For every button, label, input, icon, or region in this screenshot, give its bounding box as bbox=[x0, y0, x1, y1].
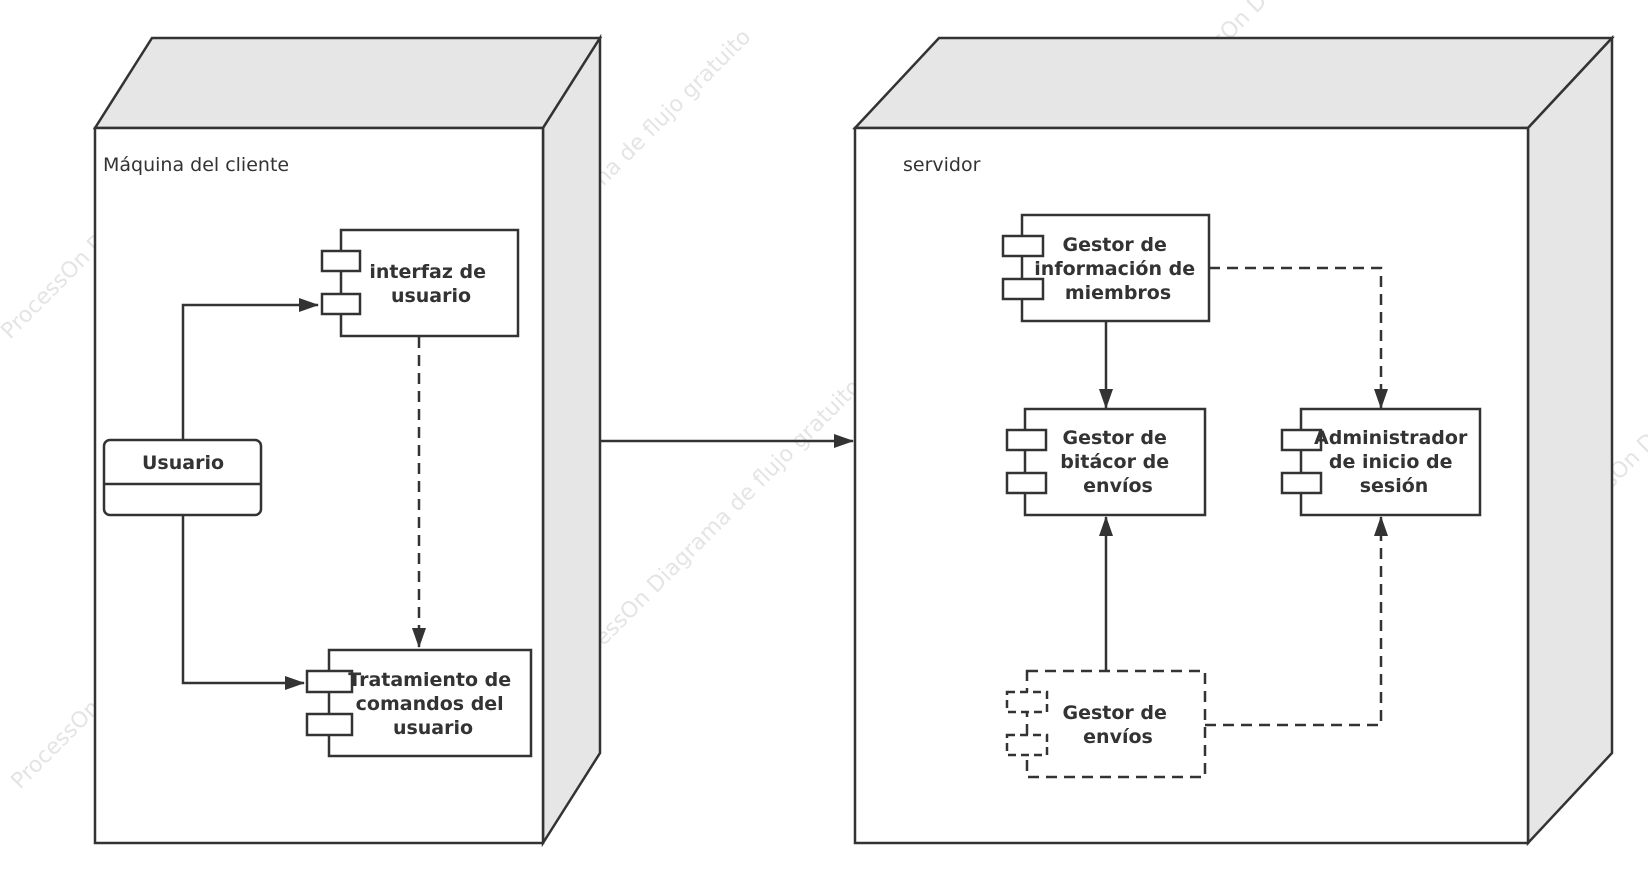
component-port-top bbox=[1001, 234, 1045, 258]
component-port-top bbox=[1005, 690, 1049, 714]
node-client-side bbox=[541, 33, 602, 848]
component-label: Administrador de inicio de sesión bbox=[1314, 427, 1474, 497]
actor-usuario-box bbox=[102, 438, 263, 517]
component-gestor-bitacor[interactable]: Gestor de bitácor de envíos bbox=[1005, 407, 1207, 517]
component-label: interfaz de usuario bbox=[369, 261, 492, 307]
component-port-bottom bbox=[1001, 277, 1045, 301]
component-port-top bbox=[305, 669, 354, 694]
edge-user-to-ui bbox=[181, 298, 319, 440]
component-port-top bbox=[320, 249, 362, 273]
component-port-bottom bbox=[1005, 733, 1049, 757]
component-interfaz-usuario[interactable]: interfaz de usuario bbox=[320, 228, 520, 338]
edge-ship-to-login bbox=[1205, 516, 1388, 727]
component-body bbox=[1299, 407, 1482, 517]
component-gestor-miembros[interactable]: Gestor de información de miembros bbox=[1001, 213, 1211, 323]
actor-usuario-label: Usuario bbox=[142, 452, 224, 474]
component-body bbox=[1025, 669, 1207, 779]
component-port-top bbox=[1280, 428, 1323, 452]
node-server-side bbox=[1526, 34, 1614, 847]
component-label: Gestor de envíos bbox=[1062, 702, 1173, 748]
component-port-bottom bbox=[305, 712, 354, 737]
component-port-bottom bbox=[320, 292, 362, 316]
component-body bbox=[1023, 407, 1207, 517]
component-port-bottom bbox=[1280, 471, 1323, 495]
component-tratamiento-comandos[interactable]: Tratamiento de comandos del usuario bbox=[305, 648, 533, 758]
edge-member-to-login bbox=[1209, 266, 1388, 409]
component-administrador-sesion[interactable]: Administrador de inicio de sesión bbox=[1280, 407, 1482, 517]
component-label: Tratamiento de comandos del usuario bbox=[348, 669, 518, 739]
component-body bbox=[327, 648, 533, 758]
node-server-top bbox=[852, 36, 1615, 130]
component-port-top bbox=[1005, 428, 1048, 452]
node-server[interactable]: servidor bbox=[852, 34, 1615, 847]
edge-user-to-cmd bbox=[181, 515, 305, 690]
component-label: Gestor de bitácor de envíos bbox=[1060, 427, 1175, 497]
component-body bbox=[1020, 213, 1211, 323]
node-server-label: servidor bbox=[903, 154, 981, 176]
connectors bbox=[181, 266, 1388, 727]
actor-usuario[interactable]: Usuario bbox=[102, 438, 263, 517]
component-label: Gestor de información de miembros bbox=[1034, 234, 1201, 304]
node-client-top bbox=[92, 36, 603, 130]
watermark-4: ProcessOn Diagrama de flujo gratuito bbox=[557, 375, 867, 685]
component-port-bottom bbox=[1005, 471, 1048, 495]
node-client-label: Máquina del cliente bbox=[103, 154, 289, 176]
component-body bbox=[339, 228, 520, 338]
component-gestor-envios[interactable]: Gestor de envíos bbox=[1005, 669, 1207, 779]
